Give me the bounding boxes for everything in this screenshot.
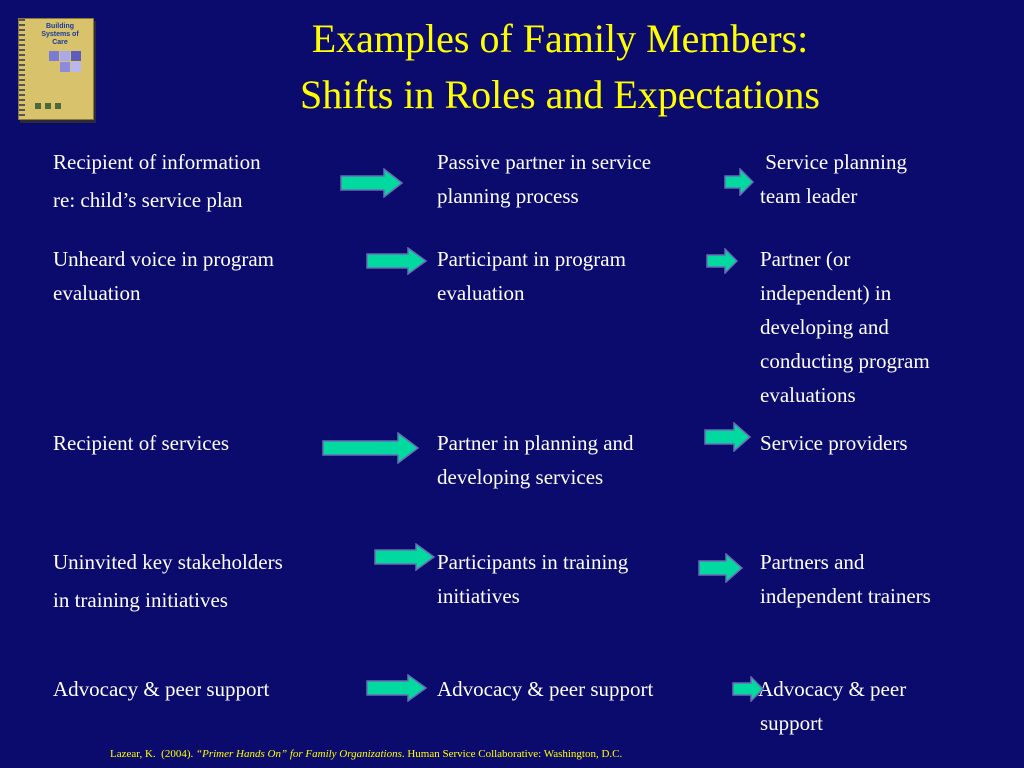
text-line: in training initiatives xyxy=(53,588,228,612)
cover-square xyxy=(60,62,70,72)
text-line: evaluations xyxy=(760,383,856,407)
text-line: developing and xyxy=(760,315,889,339)
text-line: Passive partner in service xyxy=(437,150,652,174)
book-cover-title-line: Care xyxy=(52,39,68,46)
row5-original-role: Advocacy & peer support xyxy=(53,672,269,706)
text-line: team leader xyxy=(760,184,858,208)
slide-title-line-2: Shifts in Roles and Expectations xyxy=(300,72,820,117)
slide-title-line-1: Examples of Family Members: xyxy=(311,16,809,61)
row2-shifted-role: Participant in program evaluation xyxy=(437,242,626,310)
text-line: support xyxy=(760,711,823,735)
text-line: Service planning xyxy=(760,150,907,174)
right-arrow-icon xyxy=(374,543,436,571)
text-line: Advocacy & peer xyxy=(754,677,907,701)
cover-square xyxy=(55,103,61,109)
text-line: Service providers xyxy=(760,431,908,455)
right-arrow-icon xyxy=(704,422,752,452)
book-cover-title: Building Systems of Care xyxy=(31,23,89,47)
book-cover-image: Building Systems of Care xyxy=(18,18,94,120)
cover-square xyxy=(49,51,59,61)
cover-square xyxy=(45,103,51,109)
text-line: Advocacy & peer support xyxy=(437,677,654,701)
row3-new-role: Service providers xyxy=(760,426,908,460)
row4-new-role: Partners and independent trainers xyxy=(760,545,931,613)
text-line: independent) in xyxy=(760,281,892,305)
text-line: planning process xyxy=(437,184,579,208)
right-arrow-icon xyxy=(724,168,754,196)
book-cover-title-line: Systems of xyxy=(41,31,79,38)
text-line: Recipient of services xyxy=(53,431,230,455)
row5-new-role: Advocacy & peer support xyxy=(758,672,906,740)
row1-shifted-role: Passive partner in service planning proc… xyxy=(437,145,651,213)
right-arrow-icon xyxy=(366,674,428,702)
row4-shifted-role: Participants in training initiatives xyxy=(437,545,628,613)
row3-original-role: Recipient of services xyxy=(53,426,229,460)
text-line: independent trainers xyxy=(760,584,931,608)
row3-shifted-role: Partner in planning and developing servi… xyxy=(437,426,634,494)
text-line: conducting program xyxy=(760,349,930,373)
row2-new-role: Partner (or independent) in developing a… xyxy=(760,242,930,412)
text-line: developing services xyxy=(437,465,604,489)
citation-publisher: . Human Service Collaborative: Washingto… xyxy=(401,748,623,760)
right-arrow-icon xyxy=(340,168,404,198)
text-line: re: child’s service plan xyxy=(53,188,243,212)
text-line: Advocacy & peer support xyxy=(53,677,270,701)
right-arrow-icon xyxy=(706,248,738,274)
citation: Lazear, K. (2004). “Primer Hands On” for… xyxy=(110,748,910,760)
row5-shifted-role: Advocacy & peer support xyxy=(437,672,653,706)
text-line: Partners and xyxy=(760,550,865,574)
text-line: Uninvited key stakeholders xyxy=(53,550,283,574)
cover-square xyxy=(71,62,81,72)
citation-author: Lazear, K. (2004). xyxy=(110,748,196,760)
text-line: evaluation xyxy=(53,281,141,305)
row1-new-role: Service planning team leader xyxy=(760,145,907,213)
right-arrow-icon xyxy=(698,553,744,583)
text-line: Recipient of information xyxy=(53,150,261,174)
right-arrow-icon xyxy=(322,432,420,464)
row4-original-role: Uninvited key stakeholders in training i… xyxy=(53,545,283,619)
cover-square xyxy=(35,103,41,109)
citation-work-title: “Primer Hands On” for Family Organizatio… xyxy=(196,748,402,760)
text-line: Participants in training xyxy=(437,550,629,574)
cover-square xyxy=(71,51,81,61)
right-arrow-icon xyxy=(732,676,764,702)
right-arrow-icon xyxy=(366,247,428,275)
text-line: Participant in program xyxy=(437,247,626,271)
text-line: Partner in planning and xyxy=(437,431,634,455)
book-binding xyxy=(19,19,25,119)
text-line: evaluation xyxy=(437,281,525,305)
text-line: initiatives xyxy=(437,584,520,608)
cover-square xyxy=(60,51,70,61)
text-line: Unheard voice in program xyxy=(53,247,275,271)
text-line: Partner (or xyxy=(760,247,851,271)
row2-original-role: Unheard voice in program evaluation xyxy=(53,242,274,310)
book-cover-title-line: Building xyxy=(46,23,74,30)
row1-original-role: Recipient of information re: child’s ser… xyxy=(53,145,261,219)
